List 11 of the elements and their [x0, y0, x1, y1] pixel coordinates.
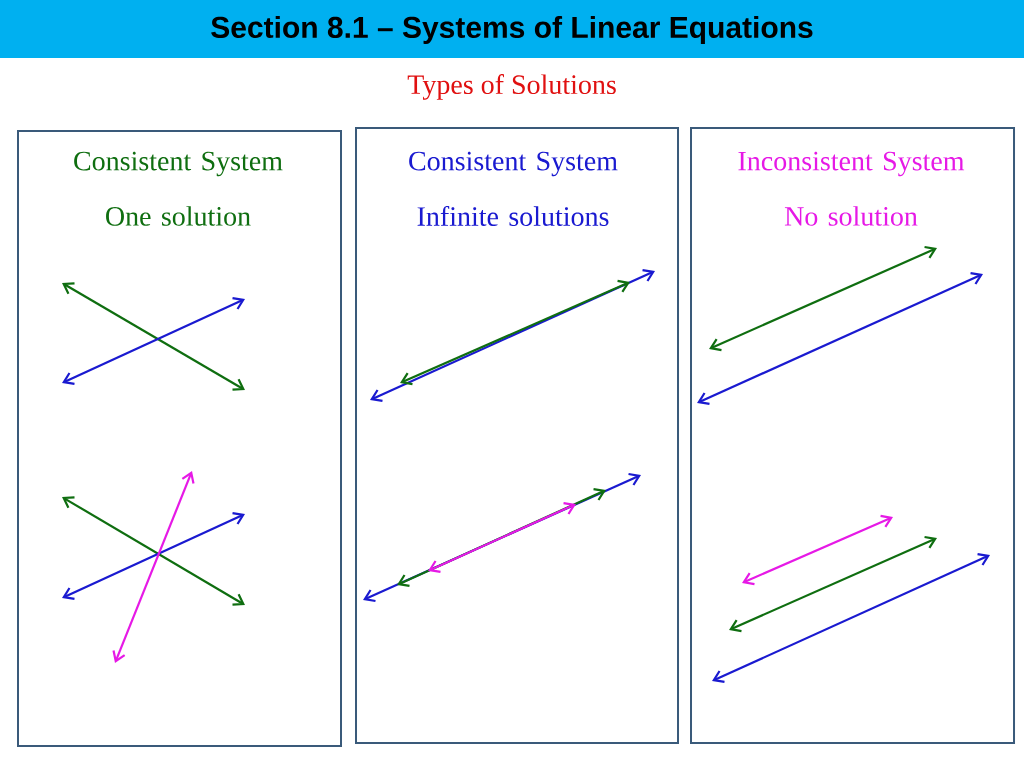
panel [17, 130, 342, 747]
title-band: Section 8.1 – Systems of Linear Equations [0, 0, 1024, 58]
panel [355, 127, 679, 744]
panel-subheading: Infinite solutions [417, 206, 609, 226]
panel-subheading: One solution [106, 206, 251, 226]
panel [690, 127, 1015, 744]
panel-heading: Consistent System [74, 151, 283, 177]
panel-heading: Consistent System [409, 151, 618, 177]
panel-heading: Inconsistent System [738, 151, 965, 177]
panel-subheading: No solution [784, 206, 918, 226]
subtitle: Types of Solutions [407, 74, 616, 100]
